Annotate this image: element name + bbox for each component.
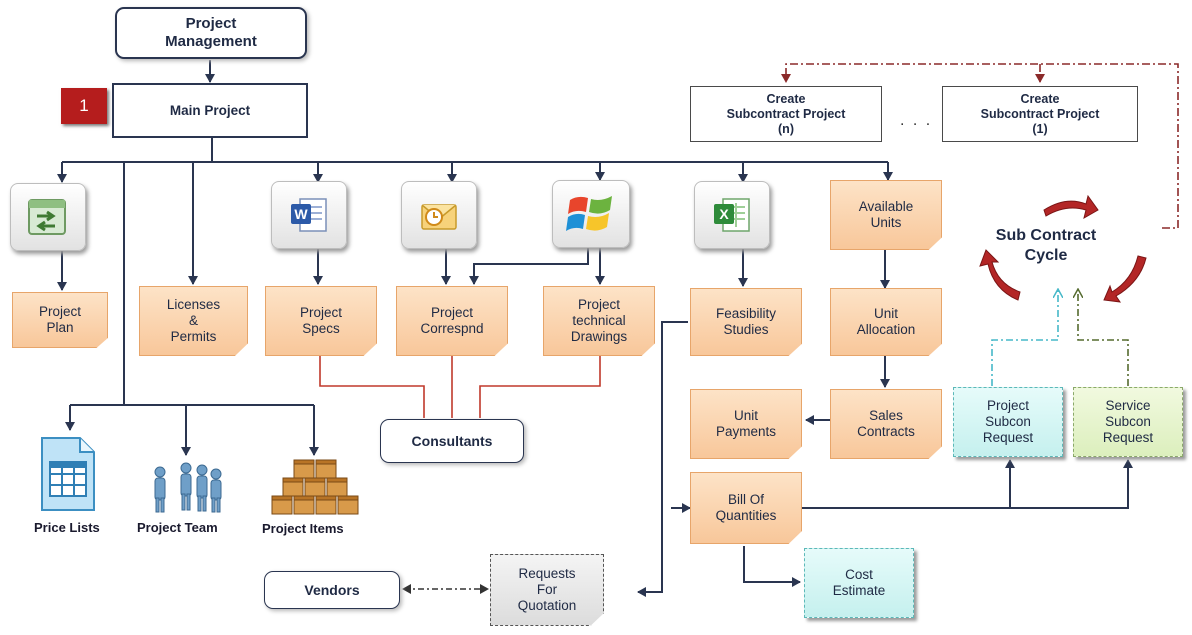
cycle-arrow-right (1103, 255, 1147, 303)
ellipsis-text: . . . (900, 112, 933, 129)
word-icon[interactable]: W (271, 181, 347, 249)
cost-estimate-node[interactable]: Cost Estimate (804, 548, 914, 618)
licenses-permits-node[interactable]: Licenses & Permits (139, 286, 248, 356)
outlook-icon[interactable] (401, 181, 477, 249)
svg-text:X: X (719, 206, 729, 222)
consultants-node[interactable]: Consultants (380, 419, 524, 463)
cycle-arrow-top (1043, 194, 1099, 220)
project-specs-node[interactable]: Project Specs (265, 286, 377, 356)
svg-text:W: W (294, 206, 308, 222)
unit-allocation-node[interactable]: Unit Allocation (830, 288, 942, 356)
service-subcon-request-node[interactable]: Service Subcon Request (1073, 387, 1183, 457)
available-units-node[interactable]: Available Units (830, 180, 942, 250)
project-items-caption: Project Items (262, 521, 344, 536)
boxes-icon[interactable] (268, 456, 364, 518)
main-project-node[interactable]: Main Project (112, 83, 308, 138)
project-correspnd-node[interactable]: Project Correspnd (396, 286, 508, 356)
cycle-arrow-left (979, 249, 1021, 301)
price-lists-caption: Price Lists (34, 520, 100, 535)
create-subcontract-project-1-node[interactable]: Create Subcontract Project (1) (942, 86, 1138, 142)
spreadsheet-icon[interactable] (36, 432, 100, 516)
project-team-caption: Project Team (137, 520, 218, 535)
project-management-node[interactable]: Project Management (115, 7, 307, 59)
project-plan-node[interactable]: Project Plan (12, 292, 108, 348)
unit-payments-node[interactable]: Unit Payments (690, 389, 802, 459)
excel-icon[interactable]: X (694, 181, 770, 249)
feasibility-studies-node[interactable]: Feasibility Studies (690, 288, 802, 356)
sub-contract-cycle-label: Sub Contract Cycle (995, 227, 1097, 264)
windows-logo-icon[interactable] (552, 180, 630, 248)
project-app-icon[interactable] (10, 183, 86, 251)
project-technical-drawings-node[interactable]: Project technical Drawings (543, 286, 655, 356)
team-people-icon[interactable] (148, 458, 228, 516)
requests-for-quotation-node[interactable]: Requests For Quotation (490, 554, 604, 626)
vendors-node[interactable]: Vendors (264, 571, 400, 609)
create-subcontract-project-n-node[interactable]: Create Subcontract Project (n) (690, 86, 882, 142)
step-number-badge: 1 (61, 88, 107, 124)
bill-of-quantities-node[interactable]: Bill Of Quantities (690, 472, 802, 544)
project-subcon-request-node[interactable]: Project Subcon Request (953, 387, 1063, 457)
sales-contracts-node[interactable]: Sales Contracts (830, 389, 942, 459)
